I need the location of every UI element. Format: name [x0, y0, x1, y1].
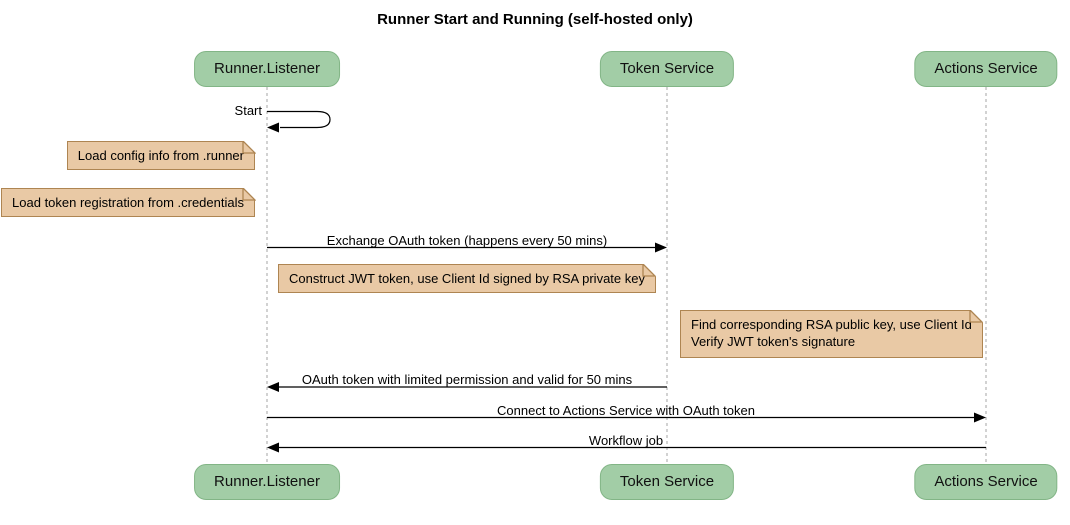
- actor-actions-service-bottom: Actions Service: [914, 464, 1058, 500]
- note-verify-jwt-line2: Verify JWT token's signature: [691, 333, 856, 349]
- arrowhead-oauth-return: [267, 382, 279, 392]
- note-fold-icon: [241, 140, 256, 154]
- note-load-token-registration-text: Load token registration from .credential…: [12, 195, 244, 210]
- self-arrow-start: [267, 110, 331, 129]
- actor-runner-listener-bottom: Runner.Listener: [194, 464, 340, 500]
- actor-runner-listener-top: Runner.Listener: [194, 51, 340, 87]
- note-verify-jwt-line1: Find corresponding RSA public key, use C…: [691, 317, 972, 332]
- arrowhead-exchange-oauth: [655, 242, 667, 253]
- actor-token-service-top: Token Service: [599, 51, 735, 87]
- note-construct-jwt-text: Construct JWT token, use Client Id signe…: [289, 271, 645, 286]
- message-label-oauth-return: OAuth token with limited permission and …: [301, 372, 633, 387]
- note-load-config: Load config info from .runner: [66, 140, 256, 170]
- arrowhead-connect-actions: [974, 412, 986, 423]
- message-label-start: Start: [234, 103, 262, 118]
- note-load-config-text: Load config info from .runner: [77, 148, 244, 163]
- note-fold-icon: [642, 263, 657, 277]
- arrowhead-start: [267, 122, 279, 133]
- note-fold-icon: [969, 309, 984, 323]
- message-label-connect-actions: Connect to Actions Service with OAuth to…: [497, 402, 755, 418]
- note-construct-jwt: Construct JWT token, use Client Id signe…: [278, 263, 657, 293]
- actor-token-service-bottom: Token Service: [599, 464, 735, 500]
- message-label-workflow-job: Workflow job: [588, 432, 664, 448]
- note-load-token-registration: Load token registration from .credential…: [1, 187, 256, 217]
- message-label-exchange-oauth: Exchange OAuth token (happens every 50 m…: [326, 232, 608, 248]
- actor-actions-service-top: Actions Service: [914, 51, 1058, 87]
- arrowhead-workflow-job: [267, 442, 279, 453]
- note-verify-jwt: Find corresponding RSA public key, use C…: [680, 309, 984, 358]
- note-fold-icon: [241, 187, 256, 201]
- diagram-title: Runner Start and Running (self-hosted on…: [377, 11, 693, 28]
